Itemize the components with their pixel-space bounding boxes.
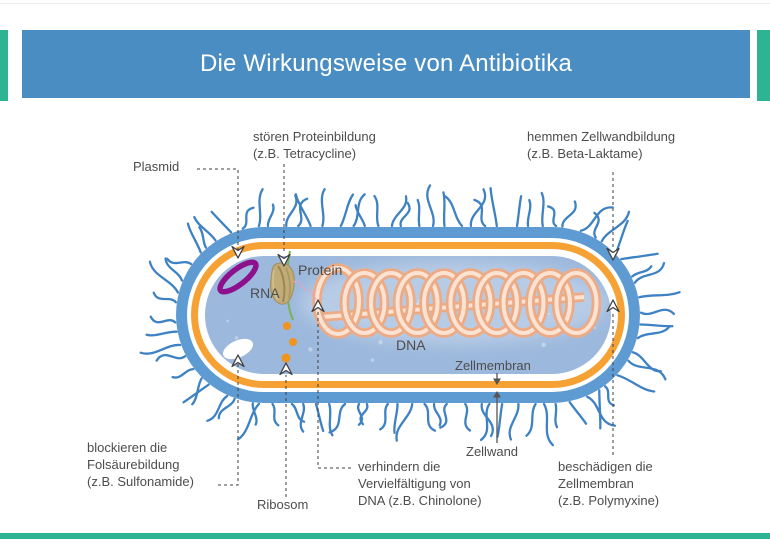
page-title: Die Wirkungsweise von Antibiotika — [199, 50, 573, 77]
label-protein-inhibition: stören Proteinbildung (z.B. Tetracycline… — [253, 129, 376, 161]
ribosome-dot — [283, 322, 291, 330]
ribosome-streak — [277, 265, 286, 303]
arrow-up-ribosome — [279, 362, 293, 376]
label-cell-membrane: Zellmembran — [455, 358, 531, 373]
label-rna: RNA — [250, 285, 280, 301]
flagella-group — [139, 184, 681, 447]
plasmid-shape — [217, 259, 259, 295]
label-dna: DNA — [396, 337, 426, 353]
arrow-up-folic-acid — [231, 354, 245, 368]
ribosome-streak — [285, 267, 291, 300]
top-border-line — [0, 3, 770, 4]
arrowheads — [231, 245, 620, 376]
label-protein: Protein — [298, 262, 343, 278]
arrow-up-membrane-damage — [606, 299, 620, 313]
pointer-arrow-cell-membrane — [493, 378, 501, 385]
label-dna-replication-block: verhindern die Vervielfältigung von DNA … — [358, 459, 482, 508]
arrow-down-plasmid — [231, 245, 245, 259]
pointer-arrow-cell-wall — [493, 391, 501, 398]
folic-acid-oval — [222, 338, 254, 360]
dashed-connectors — [197, 164, 614, 497]
label-plasmid: Plasmid — [133, 159, 180, 174]
label-cell-wall-inhibition: hemmen Zellwandbildung (z.B. Beta-Laktam… — [527, 129, 676, 161]
dna-coil — [312, 263, 602, 339]
protein-chain — [293, 280, 320, 302]
left-accent-bar — [0, 30, 8, 101]
arrow-up-dna — [311, 299, 325, 313]
arrow-down-cell-wall-inhibition — [606, 247, 620, 261]
connector-folic-acid — [218, 364, 239, 486]
right-accent-bar — [757, 30, 770, 101]
label-cell-wall: Zellwand — [466, 444, 519, 459]
connector-dna-replication — [317, 312, 351, 469]
solid-pointers — [493, 373, 501, 443]
bottom-accent-bar — [0, 533, 770, 539]
label-folic-acid-block: blockieren die Folsäurebildung (z.B. Sul… — [87, 440, 194, 489]
label-ribosome: Ribosom — [257, 497, 309, 512]
connector-plasmid — [197, 168, 239, 252]
ribosome-highlight — [272, 269, 279, 301]
ribosome-dots — [281, 322, 297, 363]
ribosome-dot — [289, 338, 297, 346]
ribosome-dot — [281, 353, 291, 363]
label-membrane-damage: beschädigen die Zellmembran (z.B. Polymy… — [558, 459, 660, 508]
title-bar: Die Wirkungsweise von Antibiotika — [22, 30, 750, 98]
arrow-down-protein-inhibition — [277, 253, 291, 267]
